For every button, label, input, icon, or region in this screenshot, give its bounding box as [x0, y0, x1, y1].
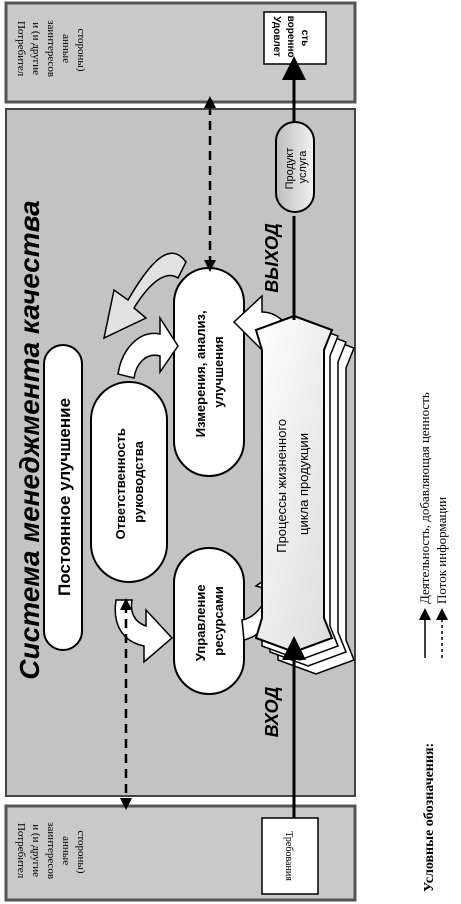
- svg-text:Потребител и (и другие: Потребител и (и другие заинтересов анные…: [15, 20, 87, 80]
- measurement-line2: улучшения: [211, 336, 226, 407]
- stakeholders-top-line3: заинтересов: [45, 20, 57, 77]
- satisfaction-line2: воренно: [285, 16, 296, 58]
- management-responsibility-line2: руководства: [131, 440, 146, 522]
- svg-text:Измерения, анализ, улучш: Измерения, анализ, улучшения: [193, 307, 226, 437]
- stakeholders-bottom-line1: Потребител: [15, 823, 27, 879]
- measurement-line1: Измерения, анализ,: [193, 310, 208, 437]
- management-responsibility-block: Ответственность руководства: [90, 381, 168, 583]
- stakeholders-bottom-line5: стороны): [75, 831, 87, 874]
- svg-text:Ответственность руководс: Ответственность руководства: [113, 425, 146, 540]
- stakeholders-bottom-line2: и (и другие: [30, 824, 42, 877]
- svg-text:Управление ресурсами: Управление ресурсами: [193, 581, 226, 661]
- life-cycle-line1: Процессы жизненного: [274, 419, 289, 553]
- life-cycle-block: Процессы жизненного цикла продукции: [254, 314, 355, 675]
- life-cycle-line2: цикла продукции: [296, 433, 311, 535]
- measurement-block: Измерения, анализ, улучшения: [173, 267, 245, 477]
- info-flow-lines: [124, 106, 212, 804]
- product-line2: услуга: [297, 150, 309, 184]
- resource-management-block: Управление ресурсами: [173, 547, 245, 695]
- svg-text:Продукт услуга: Продукт услуга: [284, 145, 309, 190]
- management-responsibility-line1: Ответственность: [113, 428, 128, 539]
- svg-text:Удовлет воренно ст: Удовлет воренно сть: [271, 16, 310, 61]
- stakeholders-bottom-line3: заинтересов: [45, 822, 57, 879]
- curved-arrow-top-icon: [102, 252, 187, 340]
- stakeholders-top-line2: и (и другие: [30, 22, 42, 75]
- resource-management-line1: Управление: [193, 584, 208, 661]
- stakeholders-top-line1: Потребител: [15, 21, 27, 77]
- life-cycle-front: [254, 314, 334, 654]
- legend-value-activity: Деятельность, добавляющая ценность: [417, 392, 432, 604]
- info-arrow-bottom-down-icon: [120, 798, 132, 810]
- continuous-improvement-block: Постоянное улучшение: [43, 344, 83, 651]
- product-block: Продукт услуга: [275, 121, 315, 213]
- qms-title: Система менеджмента качества: [14, 200, 45, 679]
- requirements-box: Требования: [261, 817, 319, 895]
- output-label: ВЫХОД: [262, 223, 282, 293]
- requirements-label: Требования: [283, 831, 294, 881]
- legend: Условные обозначения: Деятельность, доба…: [417, 392, 449, 892]
- satisfaction-box: Удовлет воренно сть: [263, 11, 327, 65]
- svg-text:Процессы жизненного цикл: Процессы жизненного цикла продукции: [274, 415, 311, 553]
- legend-title: Условные обозначения:: [422, 743, 437, 892]
- info-arrow-top-up-icon: [204, 96, 216, 108]
- curved-arrow-mr-icon: [117, 315, 179, 379]
- stakeholders-top-line5: стороны): [75, 29, 87, 72]
- satisfaction-line3: сть: [299, 30, 310, 47]
- stakeholders-top-line4: анные: [60, 34, 72, 63]
- legend-info-flow: Поток информации: [434, 497, 449, 604]
- info-arrow-bottom-up-icon: [120, 598, 132, 610]
- input-label: ВХОД: [262, 687, 282, 738]
- svg-text:Потребител и (и другие: Потребител и (и другие заинтересов анные…: [15, 822, 87, 882]
- satisfaction-line1: Удовлет: [271, 16, 282, 57]
- info-arrow-top-down-icon: [204, 260, 216, 272]
- product-line1: Продукт: [284, 148, 296, 190]
- resource-management-line2: ресурсами: [211, 586, 226, 655]
- continuous-improvement-label: Постоянное улучшение: [55, 398, 74, 596]
- stakeholders-bottom-line4: анные: [60, 836, 72, 865]
